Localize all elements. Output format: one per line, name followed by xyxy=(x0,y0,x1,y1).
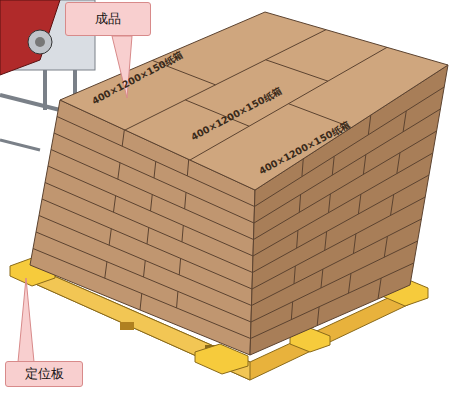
box-edge xyxy=(363,155,365,175)
box-joints xyxy=(33,30,444,339)
box-edge xyxy=(182,225,183,242)
box-edge xyxy=(36,232,251,322)
box-edge xyxy=(252,219,422,306)
box-edge xyxy=(190,47,387,160)
box-edge xyxy=(113,196,115,213)
box-edge xyxy=(118,163,120,180)
stack-top-face xyxy=(60,12,448,190)
box-edge xyxy=(329,194,331,213)
callout-pointer xyxy=(18,278,34,362)
box-edge xyxy=(45,183,253,273)
box-edge xyxy=(254,109,440,223)
box-edge xyxy=(154,162,156,179)
box-edge xyxy=(297,230,298,248)
box-edge xyxy=(403,111,406,132)
box-edge xyxy=(39,216,252,306)
box-edge xyxy=(384,236,387,257)
box-edge xyxy=(397,153,400,174)
box-edge xyxy=(251,241,418,322)
box-edge xyxy=(294,266,295,284)
box-edge xyxy=(54,133,254,223)
box-edge xyxy=(353,234,355,254)
box-edge xyxy=(378,278,381,299)
box-edge xyxy=(122,130,124,147)
box-edge xyxy=(255,87,445,207)
callout-text: 定位板 xyxy=(25,365,64,383)
box-edge xyxy=(144,261,146,278)
box-edge xyxy=(321,269,323,288)
box-edge xyxy=(151,195,153,212)
box-edge xyxy=(42,199,252,289)
box-edge xyxy=(51,150,254,240)
box-edge xyxy=(391,195,394,216)
box-edge xyxy=(252,197,425,289)
box-edge xyxy=(368,115,370,135)
box-edge xyxy=(105,262,107,279)
callout-box: 成品 xyxy=(65,2,151,36)
box-edge xyxy=(57,117,255,207)
box-edge xyxy=(33,249,251,339)
box-edge xyxy=(253,175,430,273)
box-edge xyxy=(358,194,360,214)
box-edge xyxy=(140,294,142,311)
box-edge xyxy=(302,159,303,177)
box-edge xyxy=(251,263,414,339)
callout-box: 定位板 xyxy=(5,361,83,387)
box-edge xyxy=(147,228,149,245)
box-edge xyxy=(291,302,292,320)
box-edge xyxy=(177,291,178,308)
box-edge xyxy=(332,156,334,175)
box-edge xyxy=(325,232,327,251)
callout-text: 成品 xyxy=(95,10,121,28)
box-edge xyxy=(179,258,180,275)
box-edge xyxy=(266,60,328,81)
box-edge xyxy=(185,192,186,209)
box-edge xyxy=(254,131,437,240)
box-edge xyxy=(317,307,319,326)
box-edge xyxy=(109,229,111,246)
box-edge xyxy=(299,195,300,213)
box-edge xyxy=(187,159,188,176)
box-edge xyxy=(48,166,253,256)
box-edge xyxy=(348,273,350,293)
